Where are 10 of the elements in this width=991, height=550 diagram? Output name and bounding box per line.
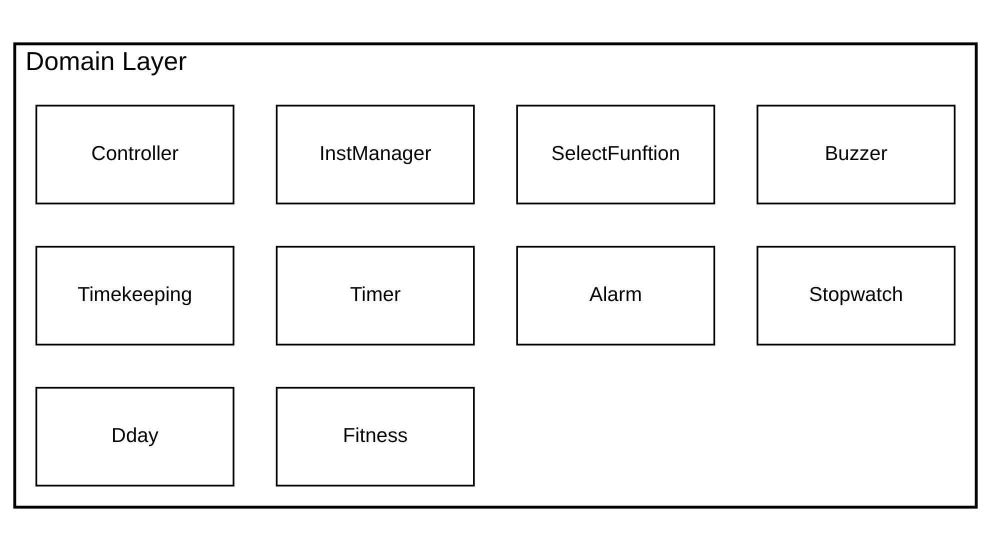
node-box: Buzzer [756,104,956,204]
node-box: Dday [35,386,234,486]
node-box: Controller [35,104,234,204]
node-box: InstManager [276,104,475,204]
node-box: Fitness [276,386,475,486]
node-box: Alarm [516,245,716,345]
node-box: SelectFunftion [516,104,716,204]
node-box: Stopwatch [756,245,956,345]
node-box: Timer [276,245,475,345]
node-box: Timekeeping [35,245,234,345]
